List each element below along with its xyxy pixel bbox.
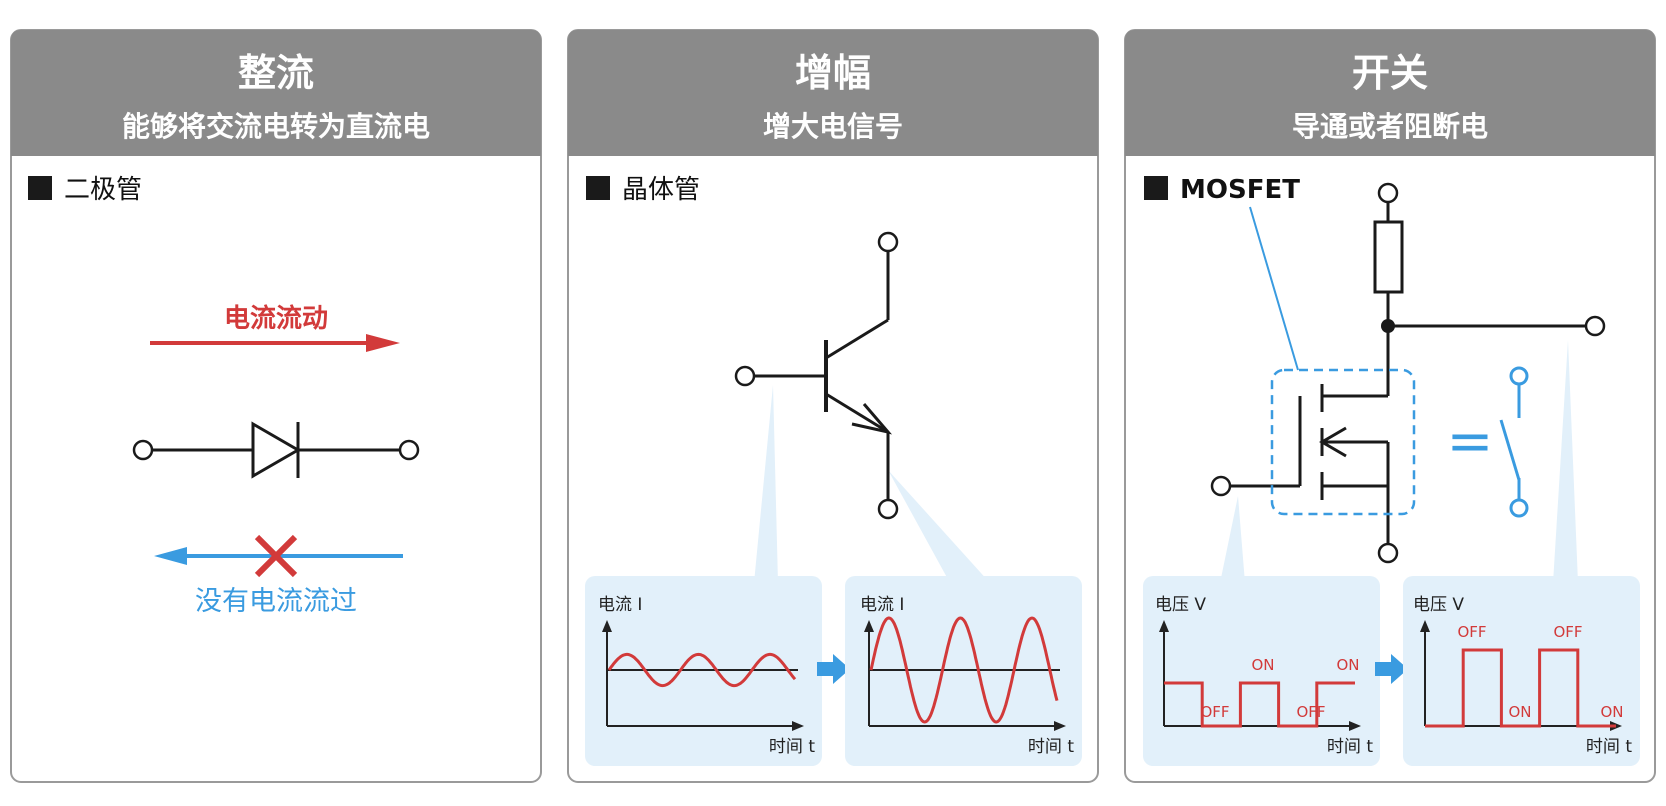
panel-header: [568, 30, 1098, 156]
chart-ylabel: 电压 V: [1155, 595, 1206, 615]
forward-current-label: 电流流动: [224, 304, 328, 334]
chart-xlabel: 时间 t: [769, 737, 815, 757]
state-label: ON: [1600, 703, 1623, 721]
switch-icon: [1499, 366, 1529, 518]
output-signal-wave: [869, 616, 1059, 724]
panel-header: [11, 30, 541, 156]
amplification-output-chart: 电流 I 时间 t: [845, 576, 1082, 766]
state-label: OFF: [1553, 623, 1582, 641]
amplification-input-chart: 电流 I 时间 t: [585, 576, 822, 766]
gate-terminal: [1210, 475, 1232, 497]
input-callout-wedge: [754, 385, 778, 583]
amplify-arrow-icon: [817, 654, 850, 684]
section-square-icon: [586, 176, 610, 200]
section-square-icon: [1144, 176, 1168, 200]
panel-switch: 开关 导通或者阻断电 MOSFET: [1124, 29, 1656, 783]
collector-terminal: [877, 231, 899, 253]
source-terminal: [1377, 542, 1399, 564]
chart-xlabel: 时间 t: [1327, 737, 1373, 757]
input-callout-wedge: [1220, 496, 1245, 583]
mosfet-leader-line: [1249, 206, 1299, 371]
chart-ylabel: 电压 V: [1413, 595, 1464, 615]
section-label: MOSFET: [1180, 175, 1300, 205]
diode-terminal-right: [398, 439, 420, 461]
section-label: 二极管: [64, 175, 142, 205]
mosfet-circuit: [1210, 182, 1606, 564]
chart-xlabel: 时间 t: [1028, 737, 1074, 757]
blocked-cross-icon: [254, 534, 298, 578]
state-label: ON: [1251, 656, 1274, 674]
switch-input-chart: 电压 V OFF ON OFF ON 时间 t: [1143, 576, 1380, 766]
panel-subtitle: 增大电信号: [763, 110, 903, 143]
output-callout-wedge: [888, 470, 990, 583]
state-label: ON: [1508, 703, 1531, 721]
equals-sign: =: [1447, 409, 1494, 474]
chart-ylabel: 电流 I: [860, 595, 904, 615]
output-callout-wedge: [1553, 340, 1578, 583]
transistor-symbol: [734, 231, 899, 520]
panel-title: 开关: [1352, 51, 1428, 95]
forward-arrow-head-icon: [366, 334, 400, 352]
state-label: OFF: [1200, 703, 1229, 721]
panel-amplification: 增幅 增大电信号 晶体管 电流 I: [567, 29, 1099, 783]
panel-title: 增幅: [795, 51, 871, 95]
emitter-terminal: [877, 498, 899, 520]
panel-title: 整流: [238, 51, 314, 95]
drain-terminal: [1377, 182, 1399, 204]
junction-dot: [1381, 319, 1395, 333]
chart-xlabel: 时间 t: [1586, 737, 1632, 757]
input-pulse-wave: [1164, 681, 1355, 728]
mosfet-arrow-icon: [1319, 426, 1347, 458]
switch-output-chart: 电压 V OFF ON OFF ON 时间 t: [1403, 576, 1640, 766]
reverse-current-label: 没有电流流过: [195, 586, 357, 617]
panel-subtitle: 能够将交流电转为直流电: [122, 110, 430, 143]
base-terminal: [734, 365, 756, 387]
diode-terminal-left: [132, 439, 154, 461]
state-label: OFF: [1457, 623, 1486, 641]
output-terminal: [1584, 315, 1606, 337]
output-pulse-wave: [1425, 648, 1616, 728]
panel-subtitle: 导通或者阻断电: [1292, 110, 1488, 143]
reverse-arrow-head-icon: [154, 547, 187, 565]
mosfet-highlight-box: [1270, 368, 1416, 516]
chart-ylabel: 电流 I: [598, 595, 642, 615]
switch-arrow-icon: [1375, 654, 1408, 684]
panel-rectification: 整流 能够将交流电转为直流电 二极管 电流流动 没有电流流过: [10, 29, 542, 783]
diode-symbol: [132, 421, 420, 479]
state-label: OFF: [1296, 703, 1325, 721]
section-label: 晶体管: [622, 175, 700, 205]
state-label: ON: [1336, 656, 1359, 674]
section-square-icon: [28, 176, 52, 200]
input-signal-wave: [607, 652, 797, 688]
load-resistor: [1373, 220, 1404, 294]
panel-header: [1125, 30, 1655, 156]
